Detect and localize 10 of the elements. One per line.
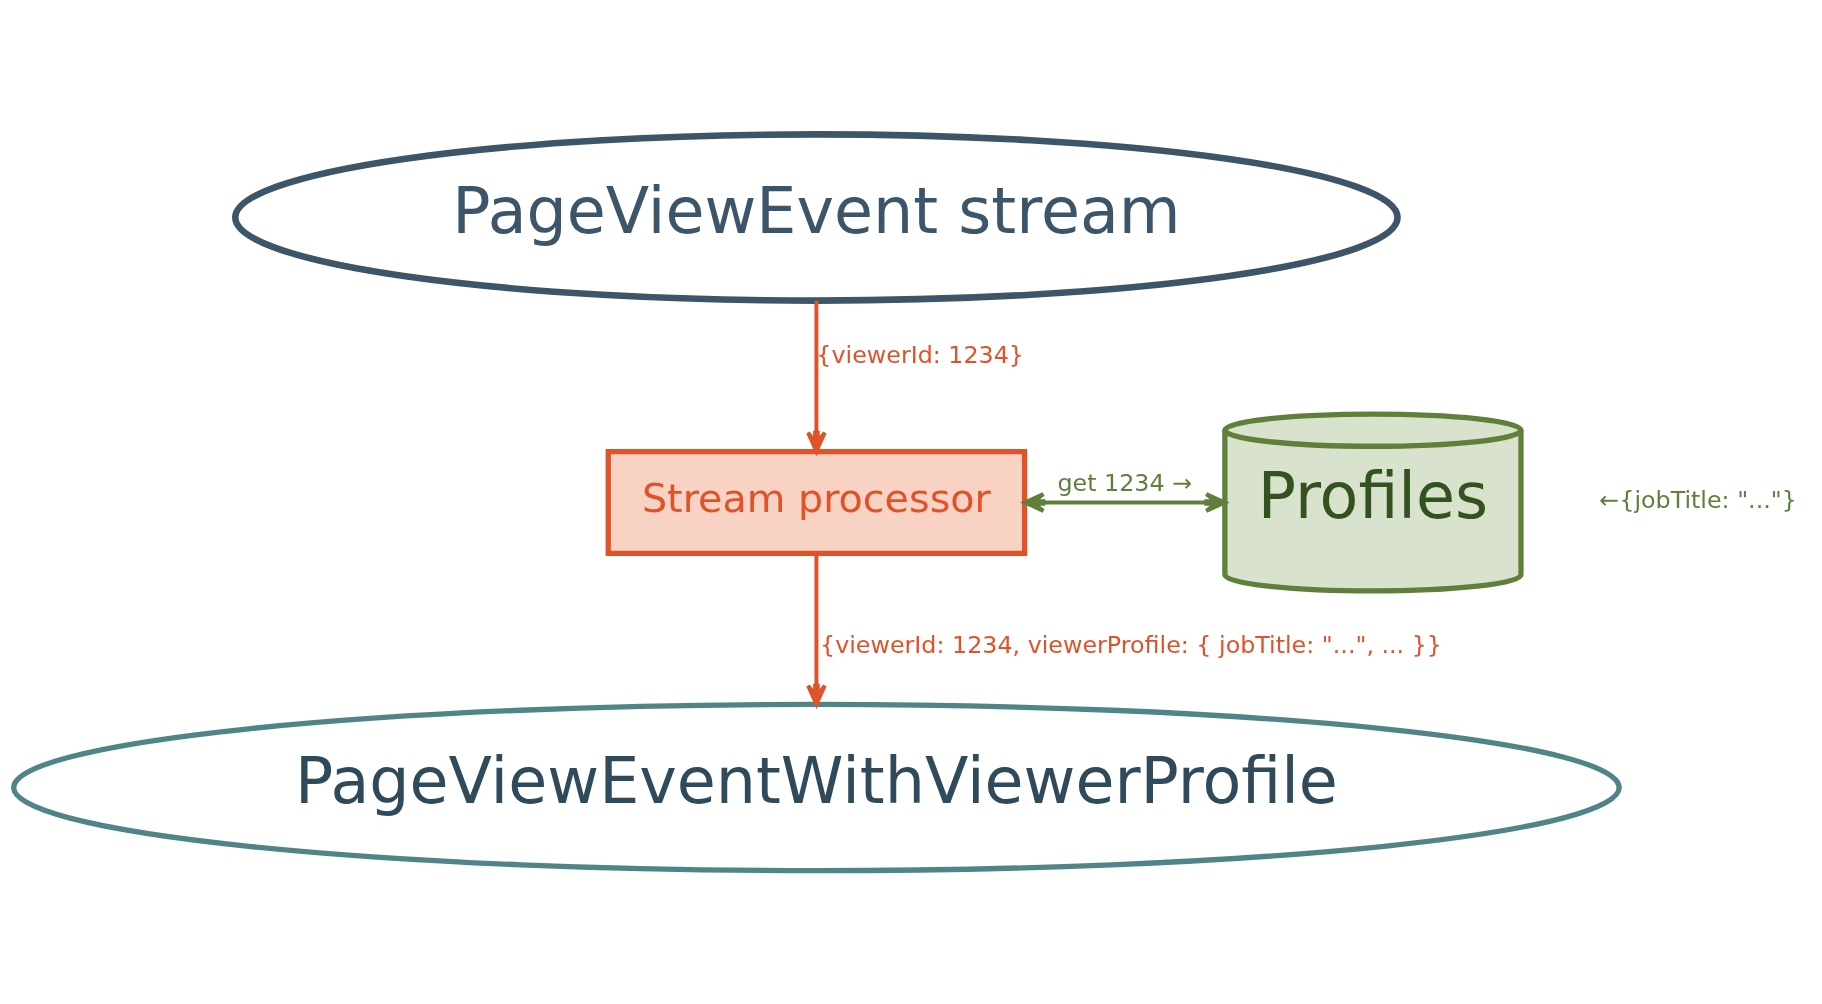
edge-label: get 1234 → <box>1057 468 1193 497</box>
node-ellipse: PageViewEvent stream <box>231 130 1401 304</box>
node-ellipse: PageViewEventWithViewerProfile <box>11 701 1622 873</box>
node-box: Stream processor <box>605 448 1028 556</box>
label: ←{jobTitle: "..."} <box>1599 485 1797 514</box>
arrow <box>1022 491 1227 513</box>
edge-label: {viewerId: 1234} <box>816 340 1025 369</box>
arrow <box>806 300 827 453</box>
edge-label: {viewerId: 1234, viewerProfile: { jobTitle: "...", ... }} <box>820 630 1443 659</box>
arrow <box>806 553 827 706</box>
